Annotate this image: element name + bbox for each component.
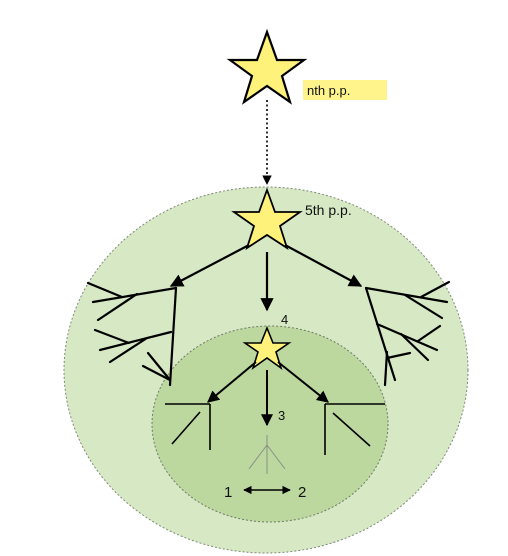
fifth-pp-label: 5th p.p. xyxy=(305,202,352,218)
arrow-icon xyxy=(277,361,329,403)
level-1-label: 1 xyxy=(224,484,232,501)
nth-pp-label: nth p.p. xyxy=(307,83,350,98)
level-4-label: 4 xyxy=(281,312,288,327)
star-icon xyxy=(226,28,308,105)
inner-left-branch xyxy=(165,403,211,450)
left-branch-tree xyxy=(86,281,178,387)
faint-branch xyxy=(248,435,286,474)
arrow-icon xyxy=(207,361,257,403)
right-branch-tree xyxy=(364,280,451,387)
level-2-label: 2 xyxy=(298,484,306,501)
arrow-icon xyxy=(284,244,363,287)
star-icon xyxy=(242,325,292,371)
star-icon xyxy=(231,187,303,251)
inner-right-branch xyxy=(324,403,385,455)
nth-label-highlight xyxy=(303,80,387,100)
arrow-icon xyxy=(169,244,250,287)
level-3-label: 3 xyxy=(278,408,285,423)
